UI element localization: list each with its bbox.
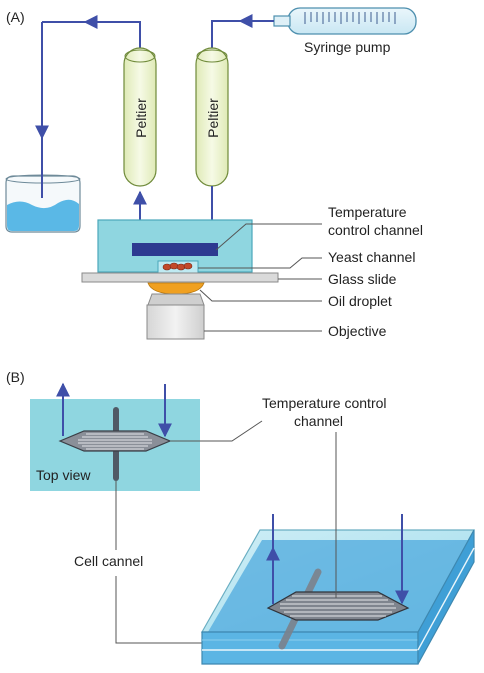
oil-droplet-label: Oil droplet — [328, 293, 392, 309]
outflow-tubing — [35, 15, 141, 198]
peltier-right: Peltier — [195, 47, 229, 187]
cell-channel-label: Cell cannel — [74, 553, 143, 569]
top-view-arrows — [56, 382, 172, 438]
peltier-left-label: Peltier — [133, 98, 149, 138]
glass-slide — [81, 272, 279, 283]
top-view-temperature-channel — [58, 430, 172, 452]
objective-label: Objective — [328, 323, 387, 339]
temp-channel-b-label-2: channel — [294, 413, 343, 429]
chip-3d-arrows — [266, 514, 409, 605]
temperature-control-channel — [132, 243, 218, 256]
peltier-right-label: Peltier — [205, 98, 221, 138]
panel-a-label: (A) — [6, 9, 25, 25]
top-view-label: Top view — [36, 467, 91, 483]
inflow-tubing — [211, 14, 274, 50]
temp-channel-b-label-1: Temperature control — [262, 395, 387, 411]
microfluidic-chip — [97, 219, 253, 274]
syringe-pump — [273, 7, 417, 35]
yeast-channel-label: Yeast channel — [328, 249, 415, 265]
panel-a-leaders — [198, 223, 322, 332]
temp-channel-leader-b — [170, 420, 263, 442]
temp-channel-label-2: control channel — [328, 222, 423, 238]
chip-3d-temperature-channel — [266, 591, 410, 621]
objective-lens — [146, 293, 205, 340]
syringe-pump-label: Syringe pump — [304, 39, 391, 55]
glass-slide-label: Glass slide — [328, 271, 397, 287]
peltier-left: Peltier — [123, 47, 157, 187]
panel-b-label: (B) — [6, 369, 25, 385]
yeast-cells — [162, 262, 193, 271]
temp-channel-label-1: Temperature — [328, 204, 407, 220]
beaker-water — [7, 199, 79, 231]
oil-droplet — [147, 282, 205, 295]
